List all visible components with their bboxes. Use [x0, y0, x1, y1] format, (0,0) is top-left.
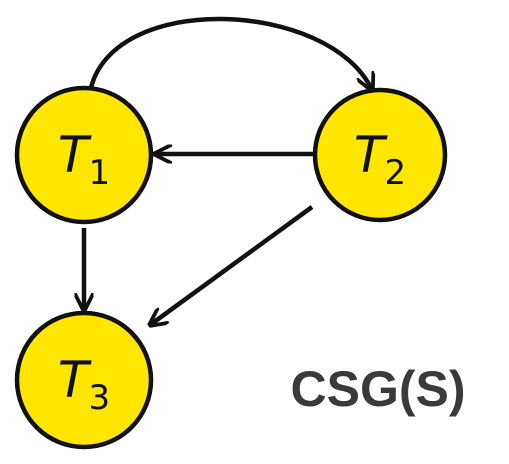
node-t1-var: T — [58, 126, 92, 184]
node-t3-circle — [14, 310, 154, 450]
node-t2-sub: 2 — [384, 153, 406, 193]
node-t1-circle — [14, 85, 154, 225]
node-t3-var: T — [58, 351, 92, 409]
node-t2: T2 — [312, 87, 448, 223]
svg-text:T1: T1 — [58, 126, 110, 193]
diagram-title: CSG(S) — [291, 361, 466, 417]
node-t2-circle — [312, 87, 448, 223]
node-t2-var: T — [354, 126, 388, 184]
node-t3: T3 — [14, 310, 154, 450]
svg-text:T2: T2 — [354, 126, 406, 193]
edge-t1-to-t2 — [87, 16, 372, 92]
node-t3-sub: 3 — [88, 378, 110, 418]
svg-text:T3: T3 — [58, 351, 110, 418]
node-t1: T1 — [14, 85, 154, 225]
node-t1-sub: 1 — [88, 153, 110, 193]
edge-t2-to-t3 — [150, 205, 314, 325]
